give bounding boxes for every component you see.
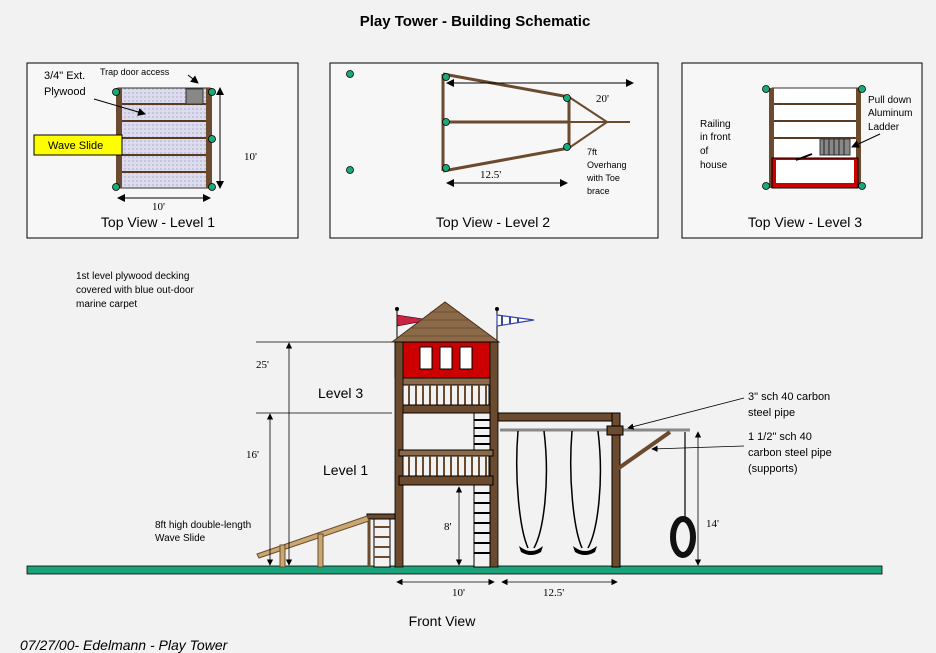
wave-slide: [256, 515, 370, 559]
panel-top-view-level1: Wave Slide 3/4" Ext. Plywood Trap door a…: [26, 62, 299, 239]
red-flag: [396, 314, 431, 327]
dim-width: 10': [152, 201, 165, 213]
plywood-label: 3/4" Ext. Plywood: [44, 70, 88, 98]
footer-credit: 07/27/00- Edelmann - Play Tower: [20, 637, 229, 653]
swing-beam: [497, 412, 621, 422]
pipe-3in-label: 3" sch 40 carbon steel pipe: [748, 391, 833, 419]
swing-seat: [573, 546, 597, 555]
pipe-1-5in-label: 1 1/2" sch 40 carbon steel pipe (support…: [748, 431, 835, 475]
post-dot: [112, 88, 120, 96]
front-view: 1st level plywood decking covered with b…: [26, 271, 883, 629]
ladder-label: Pull down Aluminum Ladder: [868, 95, 915, 133]
decking-note: 1st level plywood decking covered with b…: [76, 271, 197, 310]
blue-flag: [496, 314, 535, 327]
caption-level3: Top View - Level 3: [748, 214, 862, 230]
post-dot: [563, 143, 571, 151]
dim-10: 10': [452, 587, 465, 599]
tire-swing: [670, 516, 696, 558]
label-level1: Level 1: [323, 462, 368, 478]
post-dot: [858, 182, 866, 190]
post-dot: [208, 183, 216, 191]
post-dot: [442, 73, 450, 81]
dim-8: 8': [444, 521, 452, 533]
dim-20: 20': [596, 93, 609, 105]
post-dot: [346, 70, 354, 78]
dim-12-5-front: 12.5': [543, 587, 564, 599]
caption-front-view: Front View: [409, 613, 477, 629]
dim-14: 14': [706, 518, 719, 530]
swing-seat: [519, 546, 543, 555]
ground: [26, 565, 883, 575]
dim-depth: 10': [244, 151, 257, 163]
dim-12-5: 12.5': [480, 169, 501, 181]
wave-slide-label: Wave Slide: [48, 140, 103, 152]
trap-door: [185, 88, 204, 105]
trapdoor-label: Trap door access: [100, 67, 170, 77]
swing-post: [611, 412, 621, 568]
post-dot: [112, 183, 120, 191]
wave-slide-label-box: [33, 134, 123, 156]
post-dot: [346, 166, 354, 174]
slide-label: 8ft high double-length Wave Slide: [155, 520, 254, 544]
post-dot: [442, 164, 450, 172]
post-dot: [442, 118, 450, 126]
page-title: Play Tower - Building Schematic: [360, 13, 591, 30]
label-level3: Level 3: [318, 385, 363, 401]
post-dot: [208, 135, 216, 143]
post-dot: [563, 94, 571, 102]
panel-top-view-level2: 20' 12.5' 7ft Overhang with Toe brace To…: [329, 62, 659, 239]
overhang-label: 7ft Overhang with Toe brace: [586, 147, 629, 196]
panel-top-view-level3: Railing in front of house Pull down Alum…: [681, 62, 923, 239]
dim-25: 25': [256, 359, 269, 371]
railing-label: Railing in front of house: [700, 119, 733, 171]
post-dot: [762, 85, 770, 93]
pull-down-ladder: [819, 138, 851, 156]
post-dot: [208, 88, 216, 96]
post-dot: [762, 182, 770, 190]
caption-level2: Top View - Level 2: [436, 214, 550, 230]
dim-16: 16': [246, 449, 259, 461]
caption-level1: Top View - Level 1: [101, 214, 215, 230]
post-dot: [858, 85, 866, 93]
